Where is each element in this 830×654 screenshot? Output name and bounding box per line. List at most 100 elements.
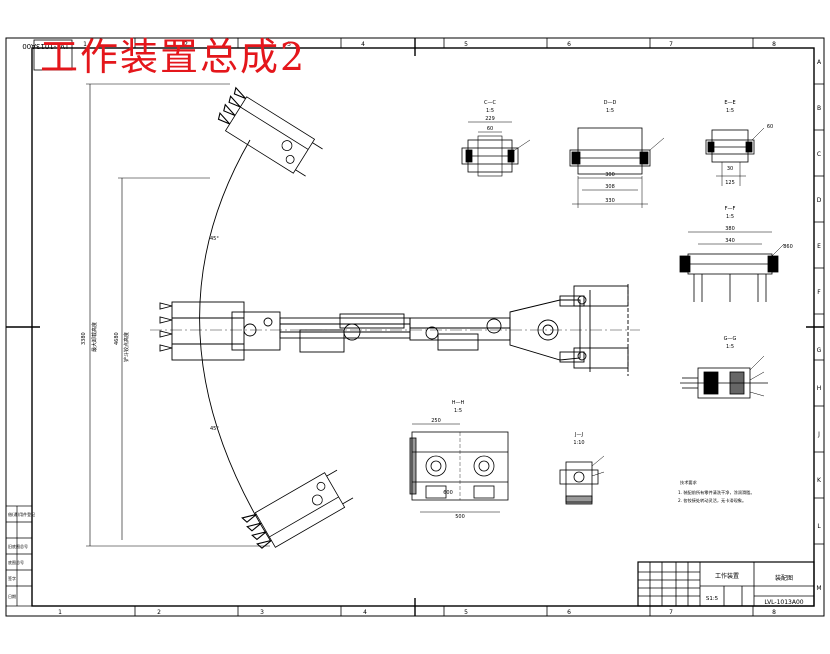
col-label: 4 [363,609,367,616]
dim: 60 [487,126,493,132]
col-label: 6 [567,609,571,616]
col-label: 4 [361,41,365,48]
section-label: G—G [724,336,737,342]
dim: 600 [443,490,453,496]
drawing-number-rotated: LVL-1013A00 [22,42,68,50]
row-label: K [817,477,822,484]
section-scale: 1:5 [606,108,614,114]
col-label: 3 [260,609,264,616]
title-block-label: 工作装置 [715,572,739,580]
col-label: 8 [772,41,776,48]
col-label: 3 [287,41,291,48]
strip-label: 借(通)用件登记 [8,511,35,517]
section-scale: 1:10 [573,440,584,446]
title-block [637,561,815,607]
boom-assembly [159,284,629,376]
section-scale: 1:5 [726,214,734,220]
dim-vertical-1-sub: 最大卸载高度 [91,322,98,352]
bucket-swing-arc [199,139,271,541]
title-block-text: 工作装置 装配图 S1:5 LVL-1013A00 [706,572,804,606]
dim-vertical-2-sub: 铲斗铰点高度 [123,332,130,362]
section-c-c-text: C—C 1:5 229 60 [484,100,496,132]
section-scale: 1:5 [726,108,734,114]
section-c-c [461,121,531,177]
left-strip-labels: 借(通)用件登记 旧底图总号 底图总号 签字 日期 [8,511,35,599]
main-view [86,83,640,549]
col-label: 5 [464,41,468,48]
dim: 125 [725,180,735,186]
notes-line: 2. 各铰接处转动灵活，无卡滞现象。 [678,497,746,504]
dim: 250 [431,418,441,424]
dim: 330 [605,198,615,204]
row-label: B [817,105,821,112]
technical-notes: 技术要求 1. 装配前所有零件清洗干净，涂润滑脂。 2. 各铰接处转动灵活，无卡… [678,479,755,504]
section-label: H—H [452,400,465,406]
drawing-number: LVL-1013A00 [764,599,803,606]
drawing-title: 工作装置总成2 [40,35,307,79]
col-label: 6 [567,41,571,48]
col-label: 7 [669,609,673,616]
section-label: D—D [604,100,617,106]
bucket-lowered-bottom [241,469,354,549]
row-labels-right: A B C D E F G H J K L M [816,59,822,592]
dim: 860 [783,244,793,250]
outer-frame [5,37,825,617]
section-f-f [679,231,785,302]
dim: 300 [605,172,615,178]
row-label: C [817,151,821,158]
section-scale: 1:5 [486,108,494,114]
grid-ticks [6,38,824,616]
strip-label: 日期 [8,593,16,599]
section-label: C—C [484,100,496,106]
main-view-dimensions: 3380 最大卸载高度 4680 铲斗铰点高度 45° 45° [81,236,219,432]
section-g-g [680,355,768,399]
section-scale: 1:5 [454,408,462,414]
dim-vertical-2: 4680 [114,332,120,345]
dim: 380 [725,226,735,232]
dim: 308 [605,184,615,190]
row-label: E [817,243,821,250]
dim: 340 [725,238,735,244]
dim: 500 [455,514,465,520]
col-label: 7 [669,41,673,48]
col-label: 1 [58,609,62,616]
row-label: G [817,347,822,354]
col-label: 2 [184,41,188,48]
dim: 30 [727,166,733,172]
row-label: L [817,523,821,530]
strip-label: 旧底图总号 [8,543,28,549]
row-label: M [816,585,821,592]
dim: 229 [485,116,495,122]
dim: 60 [767,124,773,130]
section-g-g-text: G—G 1:5 [724,336,737,350]
col-label: 5 [464,609,468,616]
section-h-h-text: H—H 1:5 250 600 500 [431,400,465,520]
angle-bottom: 45° [210,426,219,432]
row-label: J [817,431,820,438]
drawing-number-box: LVL-1013A00 [22,39,73,71]
section-label: F—F [725,206,736,212]
angle-top: 45° [210,236,219,242]
column-labels-bottom: 1 2 3 4 5 6 7 8 [58,609,776,616]
section-label: J—J [574,432,583,438]
dim-vertical-1: 3380 [81,332,87,345]
part-name: 装配图 [775,574,793,582]
column-labels-top: 1 2 3 4 5 6 7 8 [83,41,776,48]
section-scale: 1:5 [726,344,734,350]
row-label: D [817,197,822,204]
col-label: 8 [772,609,776,616]
col-label: 2 [157,609,161,616]
row-label: F [817,289,821,296]
notes-heading: 技术要求 [680,479,698,486]
col-label: 1 [83,41,87,48]
section-label: E—E [724,100,735,106]
section-d-d [569,127,665,208]
row-label: A [817,59,822,66]
section-e-e [705,127,765,186]
notes-line: 1. 装配前所有零件清洗干净，涂润滑脂。 [678,489,755,496]
inner-frame [31,47,815,607]
row-label: H [817,385,822,392]
strip-label: 底图总号 [8,559,24,565]
section-j-j-text: J—J 1:10 [573,432,584,446]
